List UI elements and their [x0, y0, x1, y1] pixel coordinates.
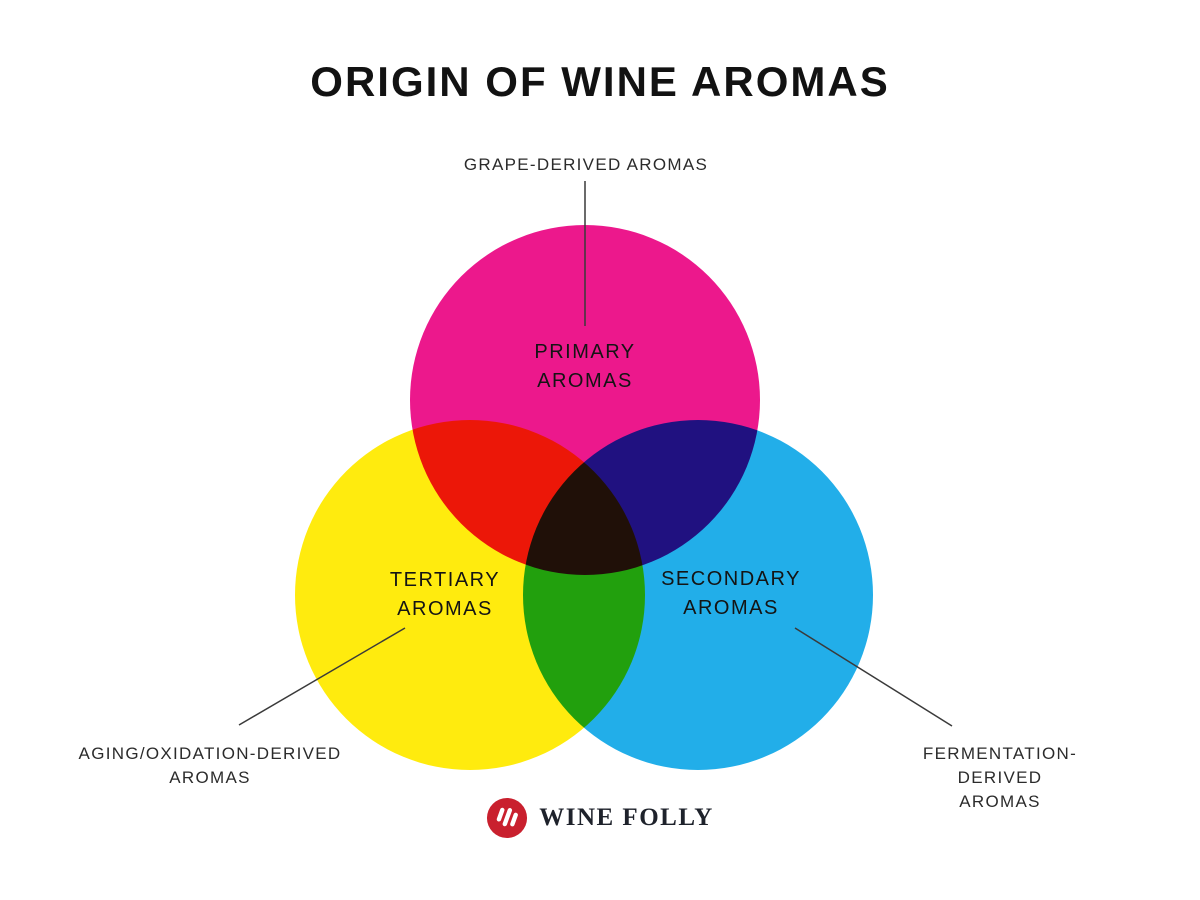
brand-footer: WINE FOLLY [0, 797, 1200, 839]
wine-folly-logo-icon [487, 797, 528, 839]
callout-fermentation-derived-aromas: FERMENTATION-DERIVED AROMAS [922, 744, 1078, 811]
page-title: ORIGIN OF WINE AROMAS [310, 58, 890, 105]
callout-aging-oxidation-derived-aromas: AGING/OXIDATION-DERIVED AROMAS [78, 744, 342, 787]
callout-grape-derived-aromas: GRAPE-DERIVED AROMAS [463, 155, 709, 174]
brand-name: WINE FOLLY [539, 804, 714, 831]
label-tertiary-aromas: TERTIARY AROMAS [389, 569, 501, 620]
label-secondary-aromas: SECONDARY AROMAS [661, 568, 801, 619]
label-primary-aromas: PRIMARY AROMAS [534, 341, 636, 392]
